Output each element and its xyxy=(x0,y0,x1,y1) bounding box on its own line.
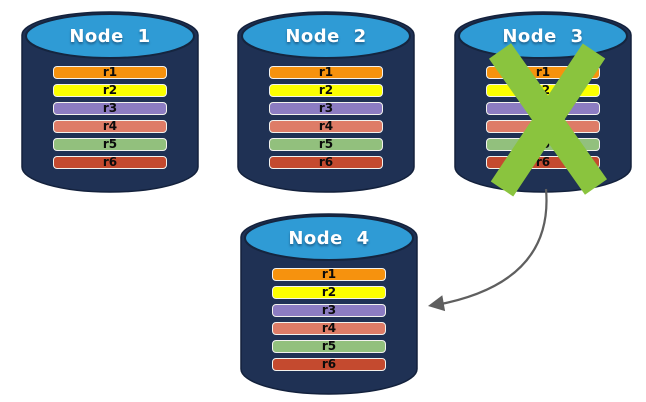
row-r1: r1 xyxy=(486,66,600,79)
node-1-cylinder: Node 1 r1 r2 r3 r4 r5 r6 xyxy=(21,9,199,195)
node-1-title: Node 1 xyxy=(69,25,151,47)
row-label: r6 xyxy=(102,155,118,169)
node-2-cylinder: Node 2 r1 r2 r3 r4 r5 r6 xyxy=(237,9,415,195)
row-label: r2 xyxy=(535,83,551,97)
row-r5: r5 xyxy=(53,138,167,151)
row-r1: r1 xyxy=(269,66,383,79)
row-label: r4 xyxy=(318,119,334,133)
node-3-cylinder: Node 3 r1 r2 r3 r4 r5 r6 xyxy=(454,9,632,195)
row-label: r5 xyxy=(102,137,118,151)
row-r4: r4 xyxy=(486,120,600,133)
row-label: r6 xyxy=(321,357,337,371)
row-label: r5 xyxy=(318,137,334,151)
row-r1: r1 xyxy=(53,66,167,79)
row-label: r2 xyxy=(102,83,118,97)
row-r2: r2 xyxy=(53,84,167,97)
row-label: r3 xyxy=(318,101,334,115)
node-1-rows: r1 r2 r3 r4 r5 r6 xyxy=(53,66,167,174)
row-label: r2 xyxy=(321,285,337,299)
row-r2: r2 xyxy=(272,286,386,299)
node-4-rows: r1 r2 r3 r4 r5 r6 xyxy=(272,268,386,376)
row-label: r1 xyxy=(102,65,118,79)
row-r6: r6 xyxy=(53,156,167,169)
row-r2: r2 xyxy=(486,84,600,97)
row-r6: r6 xyxy=(486,156,600,169)
row-r3: r3 xyxy=(272,304,386,317)
row-r6: r6 xyxy=(272,358,386,371)
node-4-title: Node 4 xyxy=(288,227,370,249)
node-3-title: Node 3 xyxy=(502,25,584,47)
row-r4: r4 xyxy=(272,322,386,335)
row-r1: r1 xyxy=(272,268,386,281)
row-r3: r3 xyxy=(486,102,600,115)
row-label: r5 xyxy=(321,339,337,353)
row-r5: r5 xyxy=(486,138,600,151)
row-r6: r6 xyxy=(269,156,383,169)
node-2-rows: r1 r2 r3 r4 r5 r6 xyxy=(269,66,383,174)
node-3-rows: r1 r2 r3 r4 r5 r6 xyxy=(486,66,600,174)
row-label: r5 xyxy=(535,137,551,151)
row-label: r6 xyxy=(318,155,334,169)
row-label: r1 xyxy=(535,65,551,79)
row-label: r1 xyxy=(318,65,334,79)
row-label: r6 xyxy=(535,155,551,169)
failover-arrow xyxy=(428,188,548,312)
row-label: r2 xyxy=(318,83,334,97)
row-r5: r5 xyxy=(272,340,386,353)
node-2-title: Node 2 xyxy=(285,25,367,47)
row-r5: r5 xyxy=(269,138,383,151)
row-label: r4 xyxy=(102,119,118,133)
row-label: r1 xyxy=(321,267,337,281)
row-r3: r3 xyxy=(269,102,383,115)
row-label: r3 xyxy=(102,101,118,115)
row-label: r4 xyxy=(535,119,551,133)
row-label: r3 xyxy=(535,101,551,115)
row-r3: r3 xyxy=(53,102,167,115)
row-label: r4 xyxy=(321,321,337,335)
row-r2: r2 xyxy=(269,84,383,97)
row-label: r3 xyxy=(321,303,337,317)
row-r4: r4 xyxy=(269,120,383,133)
node-4-cylinder: Node 4 r1 r2 r3 r4 r5 r6 xyxy=(240,211,418,397)
row-r4: r4 xyxy=(53,120,167,133)
